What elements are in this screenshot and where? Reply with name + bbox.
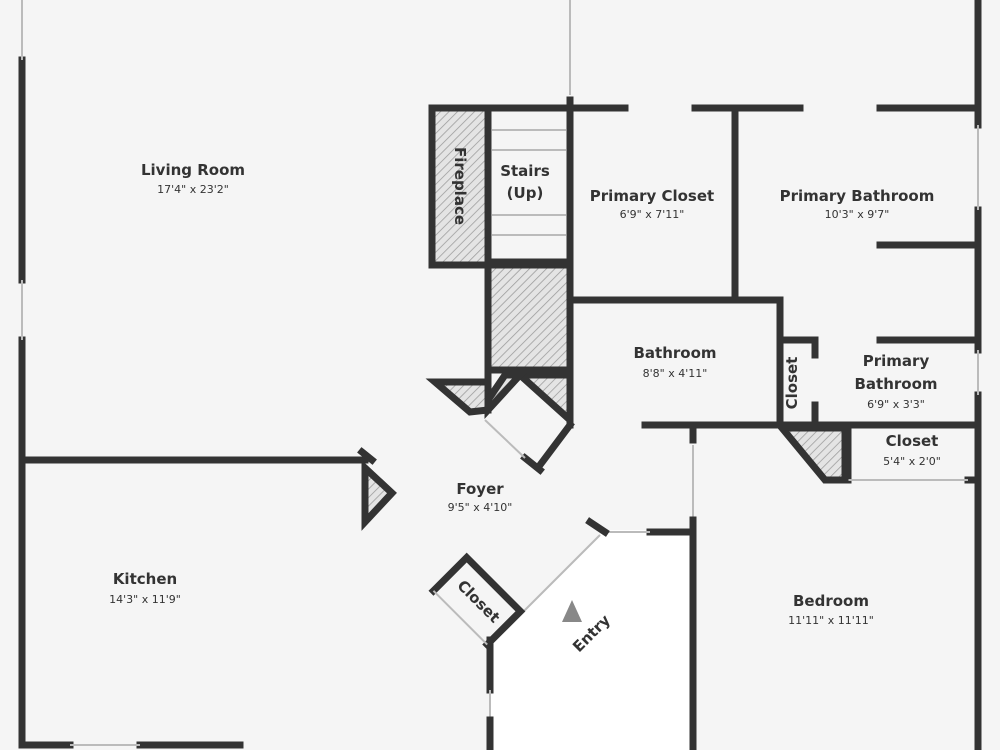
- primary-bathroom-label: Primary Bathroom: [780, 187, 935, 205]
- living-room-dims: 17'4" x 23'2": [157, 183, 229, 196]
- bedroom-label: Bedroom: [793, 592, 869, 610]
- bedroom-dims: 11'11" x 11'11": [788, 614, 874, 627]
- small-closet-label: Closet: [783, 357, 801, 410]
- foyer-dims: 9'5" x 4'10": [448, 501, 513, 514]
- entry-arrow-icon: [562, 600, 582, 622]
- kitchen-dims: 14'3" x 11'9": [109, 593, 181, 606]
- primary-bathroom-2-dims: 6'9" x 3'3": [867, 398, 925, 411]
- fireplace-block: [428, 104, 492, 269]
- kitchen-label: Kitchen: [113, 570, 177, 588]
- stairs-sub-label: (Up): [507, 184, 544, 202]
- primary-bathroom-dims: 10'3" x 9'7": [825, 208, 890, 221]
- column-hatch-left: [425, 378, 492, 416]
- primary-closet-dims: 6'9" x 7'11": [620, 208, 685, 221]
- fireplace-label: Fireplace: [451, 147, 469, 225]
- chase-block: [484, 261, 574, 374]
- living-room-label: Living Room: [141, 161, 245, 179]
- bathroom-dims: 8'8" x 4'11": [643, 367, 708, 380]
- primary-closet-label: Primary Closet: [590, 187, 714, 205]
- primary-bathroom-2-label-2: Bathroom: [854, 375, 937, 393]
- column-hatch-mid: [484, 371, 528, 420]
- stairs-label: Stairs: [500, 162, 550, 180]
- foyer-label: Foyer: [456, 480, 504, 498]
- column-hatch-right: [510, 371, 574, 428]
- kitchen-column: [361, 459, 397, 531]
- entry-floor: [490, 530, 693, 750]
- right-closet-dims: 5'4" x 2'0": [883, 455, 941, 468]
- primary-bathroom-2-label-1: Primary: [863, 352, 930, 370]
- right-closet-label: Closet: [886, 432, 939, 450]
- bathroom-label: Bathroom: [633, 344, 716, 362]
- entry-closet-box: [428, 552, 526, 650]
- exterior-walls: [18, 0, 982, 750]
- stairs-treads: [484, 104, 574, 266]
- closet-corner-hatch: [774, 424, 849, 484]
